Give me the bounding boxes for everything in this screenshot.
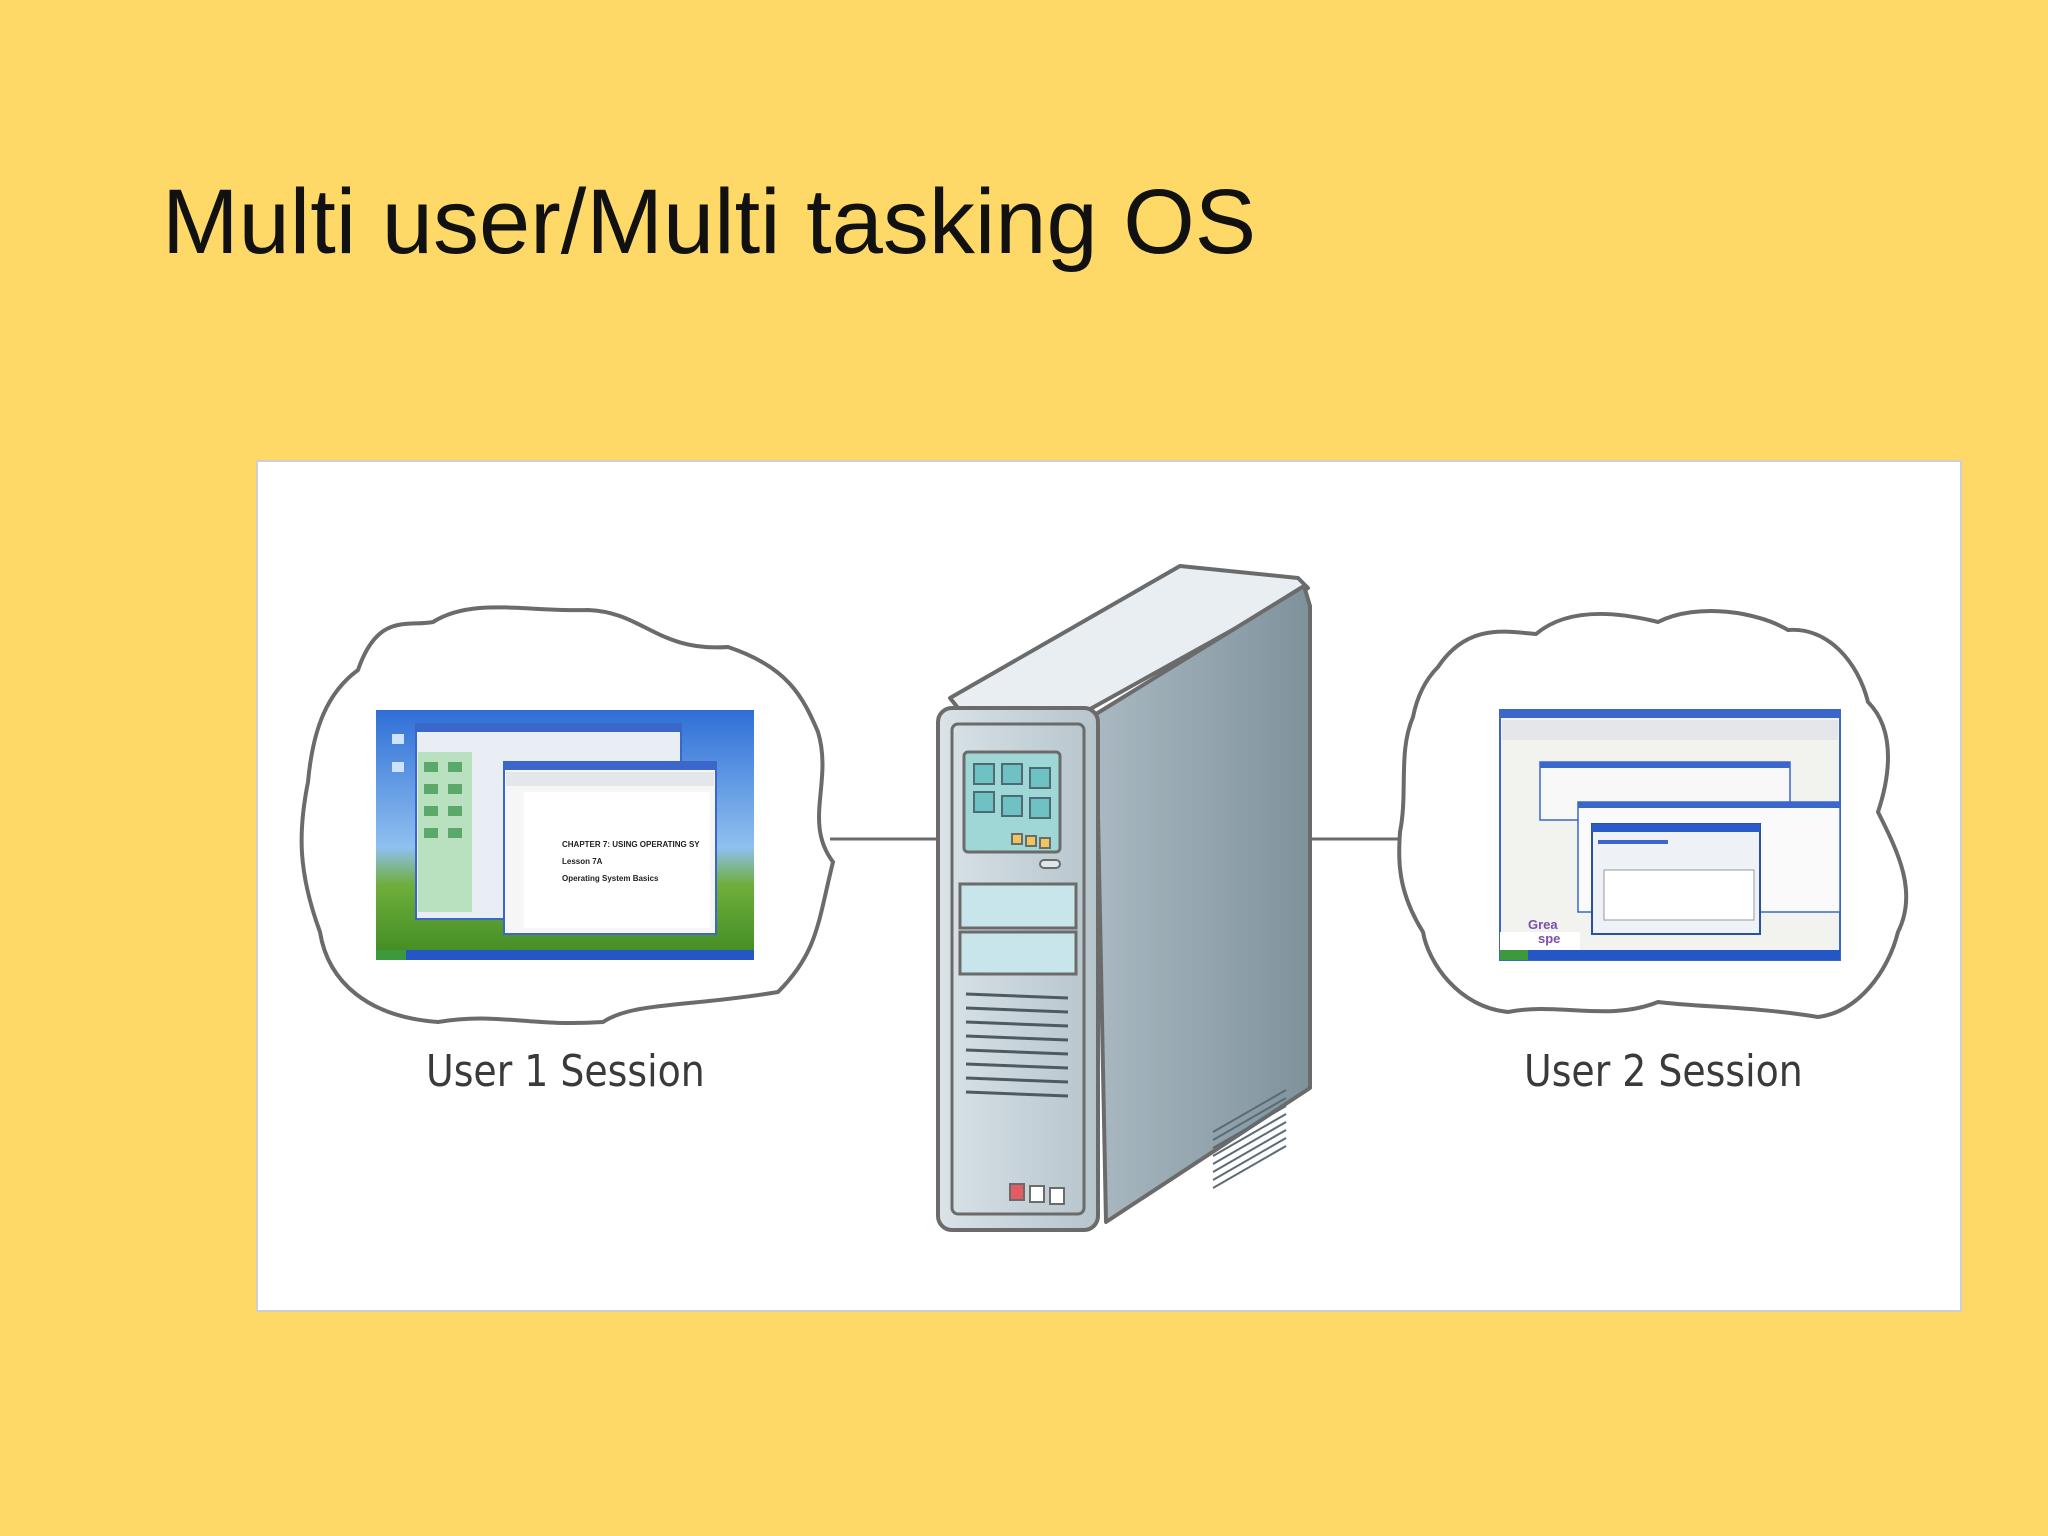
user1-screen-line-3: Operating System Basics <box>562 874 659 883</box>
user2-screen-line-2: spe <box>1538 931 1560 946</box>
slide-title: Multi user/Multi tasking OS <box>162 171 1257 273</box>
diagram-canvas: CHAPTER 7: USING OPERATING SY Lesson 7A … <box>299 564 1909 1232</box>
user2-session-label: User 2 Session <box>1524 1046 1803 1097</box>
power-button-white-1 <box>1029 1185 1045 1203</box>
status-led-1 <box>1011 833 1023 845</box>
user1-screen-line-1: CHAPTER 7: USING OPERATING SY <box>562 840 700 849</box>
user1-session-label: User 1 Session <box>426 1046 705 1097</box>
server-side-face <box>1094 584 1312 1224</box>
drive-bay-2 <box>958 930 1078 976</box>
power-button-red <box>1009 1183 1025 1201</box>
status-led-2 <box>1025 835 1037 847</box>
status-led-3 <box>1039 837 1051 849</box>
user1-screen-line-2: Lesson 7A <box>562 857 603 866</box>
server-front-vents <box>965 992 1069 1098</box>
server-tower <box>936 564 1312 1232</box>
user2-desktop-screenshot: Grea spe <box>1499 709 1841 961</box>
power-button-white-2 <box>1049 1187 1065 1205</box>
user1-desktop-screenshot: CHAPTER 7: USING OPERATING SY Lesson 7A … <box>376 710 754 960</box>
server-side-vents <box>1212 1089 1287 1189</box>
diagram-figure: CHAPTER 7: USING OPERATING SY Lesson 7A … <box>256 460 1962 1312</box>
user2-screen-line-1: Grea <box>1528 917 1558 932</box>
drive-bay-1 <box>958 882 1078 930</box>
